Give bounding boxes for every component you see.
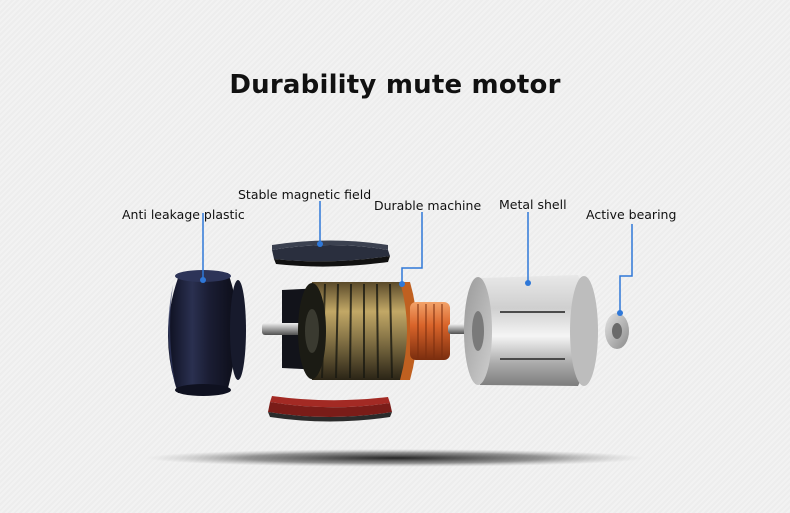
label-stable-magnetic-field: Stable magnetic field — [238, 187, 372, 202]
label-active-bearing: Active bearing — [586, 207, 677, 222]
label-metal-shell: Metal shell — [499, 197, 567, 212]
label-anti-leakage-plastic: Anti leakage plastic — [122, 207, 245, 222]
top-magnet — [272, 240, 390, 267]
label-durable-machine: Durable machine — [374, 198, 482, 213]
callout-active-bearing — [619, 224, 633, 313]
active-bearing — [605, 313, 629, 349]
callout-durable-machine — [401, 212, 423, 284]
callout-dots — [200, 241, 623, 316]
armature — [298, 282, 417, 380]
ground-shadow — [145, 449, 645, 467]
bottom-magnet — [268, 396, 392, 422]
callout-lines — [202, 201, 633, 313]
commutator — [410, 302, 450, 360]
metal-shell — [464, 275, 598, 386]
anti-leakage-plastic-ring — [168, 270, 246, 396]
page-title: Durability mute motor — [229, 70, 561, 100]
shaft-left — [262, 323, 307, 335]
